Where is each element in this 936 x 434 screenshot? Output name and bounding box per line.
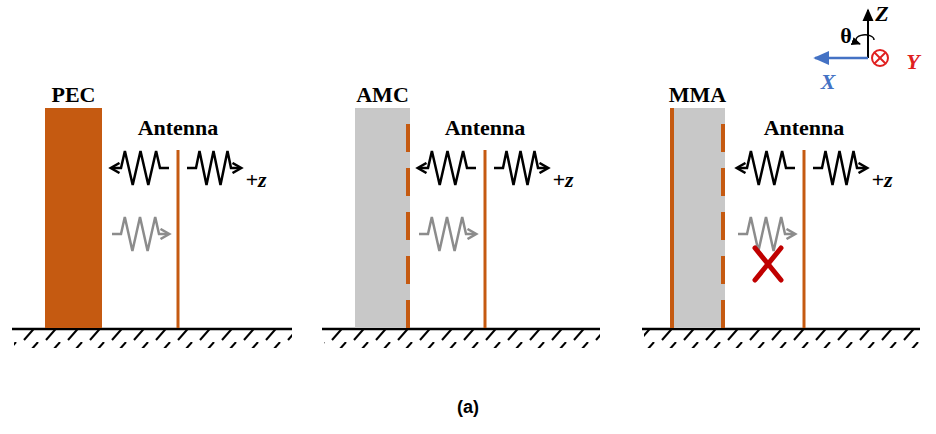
slab-label: AMC xyxy=(356,83,409,107)
antenna-label: Antenna xyxy=(445,116,526,140)
wave xyxy=(494,151,547,185)
reflector-slab: PEC xyxy=(45,108,102,328)
wave xyxy=(112,151,169,185)
wave xyxy=(112,217,168,251)
direction-label: +z xyxy=(245,168,266,192)
metal-pattern xyxy=(355,108,410,328)
slab-label: PEC xyxy=(52,83,96,107)
wave xyxy=(187,151,240,185)
metal-pattern xyxy=(670,108,725,328)
wave xyxy=(813,151,866,185)
antenna-label: Antenna xyxy=(138,116,219,140)
ground xyxy=(12,329,920,348)
wave-arrows xyxy=(112,151,866,251)
wave xyxy=(738,217,794,251)
wave xyxy=(738,151,795,185)
direction-label: +z xyxy=(552,168,573,192)
angle-label: θ xyxy=(840,24,851,48)
reflector-slab: MMA xyxy=(670,108,725,328)
wave xyxy=(419,217,475,251)
axis-label: Z xyxy=(875,2,888,26)
blocked-mark xyxy=(755,248,781,280)
wave xyxy=(419,151,476,185)
slab-label: MMA xyxy=(669,83,726,107)
reflector-slab: AMC xyxy=(355,108,410,328)
antenna-label: Antenna xyxy=(764,116,845,140)
direction-label: +z xyxy=(871,168,892,192)
axis-label: Y xyxy=(906,50,919,74)
axis-label: X xyxy=(821,70,836,94)
figure-caption: (a) xyxy=(457,398,479,418)
